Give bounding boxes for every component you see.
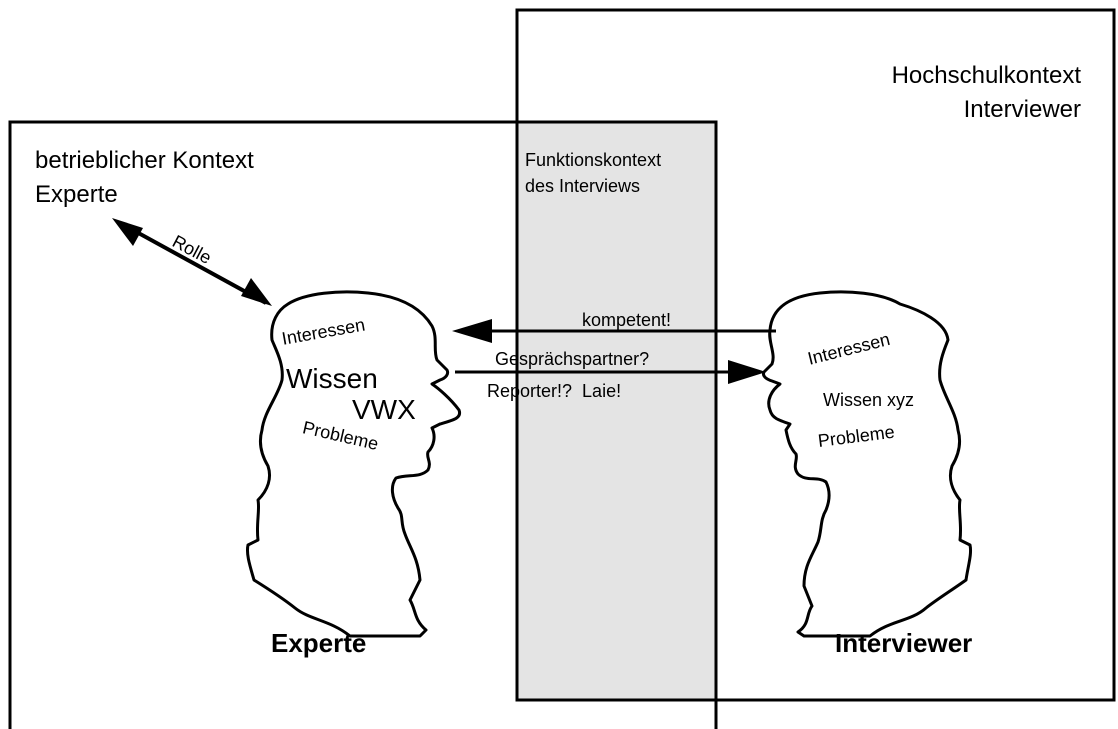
- company-context-title: betrieblicher Kontext: [35, 147, 254, 174]
- arrow-to-interviewer: [455, 360, 766, 384]
- conversation-partner-label: Gesprächspartner?: [495, 349, 650, 369]
- function-context-subtitle: des Interviews: [525, 176, 641, 196]
- expert-knowledge: Wissen: [286, 363, 378, 394]
- interviewer-head-silhouette: [762, 290, 972, 638]
- company-context-role: Experte: [35, 181, 118, 208]
- company-context-box: [8, 120, 718, 729]
- expert-knowledge-code: VWX: [352, 394, 416, 425]
- function-context-title: Funktionskontext: [525, 150, 662, 170]
- arrow-to-expert: [452, 319, 776, 343]
- university-context-box: [515, 8, 1116, 702]
- interviewer-name: Interviewer: [835, 628, 973, 658]
- reporter-layman-label: Reporter!? Laie!: [487, 381, 622, 401]
- role-arrow: [112, 218, 272, 306]
- expert-head-silhouette: [246, 290, 462, 638]
- expert-name: Experte: [271, 628, 367, 658]
- interviewer-knowledge: Wissen xyz: [823, 390, 915, 410]
- university-context-title: Hochschulkontext: [891, 62, 1081, 89]
- function-context-band: [517, 122, 716, 700]
- university-context-role: Interviewer: [963, 96, 1081, 123]
- competent-label: kompetent!: [582, 310, 672, 330]
